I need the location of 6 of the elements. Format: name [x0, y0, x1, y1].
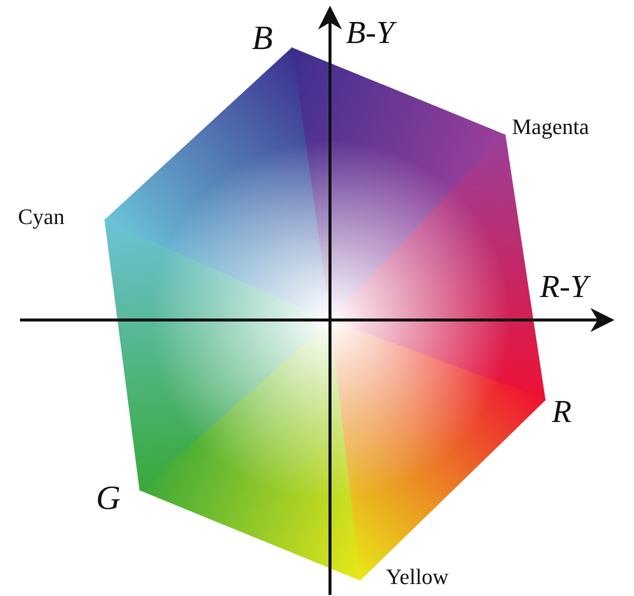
vertex-label: Magenta: [512, 116, 589, 138]
vertex-label: G: [96, 482, 121, 516]
vertex-label: Yellow: [386, 566, 449, 588]
vertex-label: B: [252, 22, 273, 56]
vertex-label: R: [552, 395, 572, 427]
vertex-label: Cyan: [18, 206, 64, 228]
